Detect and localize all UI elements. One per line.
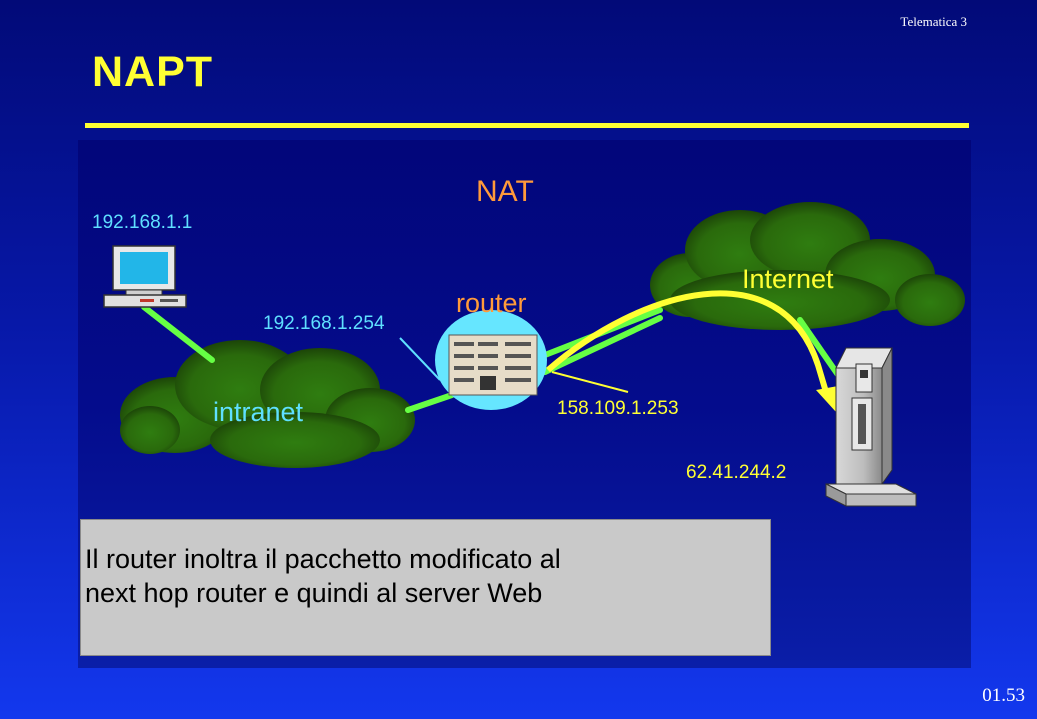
- page-number: 01.53: [982, 685, 1025, 706]
- external-ip-pointer: [551, 371, 629, 393]
- intranet-cloud: [120, 340, 415, 468]
- internal-ip-pointer: [399, 337, 441, 381]
- internet-label: Internet: [742, 264, 834, 294]
- router-internal-ip-label: 192.168.1.254: [263, 313, 385, 334]
- server-icon: [825, 347, 917, 507]
- router-icon: [435, 310, 547, 410]
- packet-path-arrow: [546, 290, 838, 412]
- computer-icon: [103, 245, 187, 308]
- nat-label: NAT: [476, 175, 534, 208]
- caption-line-2: next hop router e quindi al server Web: [85, 578, 543, 608]
- slide-title: NAPT: [92, 48, 214, 96]
- intranet-label: intranet: [213, 397, 304, 427]
- title-divider: [85, 123, 969, 128]
- caption-line-1: Il router inoltra il pacchetto modificat…: [85, 544, 561, 574]
- intranet-router-link: [405, 392, 455, 413]
- router-external-ip-label: 158.109.1.253: [557, 398, 679, 419]
- caption-text: Il router inoltra il pacchetto modificat…: [85, 542, 765, 610]
- caption-box: Il router inoltra il pacchetto modificat…: [80, 519, 771, 656]
- host-ip-label: 192.168.1.1: [92, 212, 193, 233]
- server-ip-label: 62.41.244.2: [686, 462, 787, 483]
- internet-cloud: [650, 202, 965, 330]
- course-label: Telematica 3: [900, 14, 967, 29]
- router-internet-link-2: [542, 315, 663, 375]
- router-label: router: [456, 288, 527, 318]
- host-link: [141, 304, 215, 363]
